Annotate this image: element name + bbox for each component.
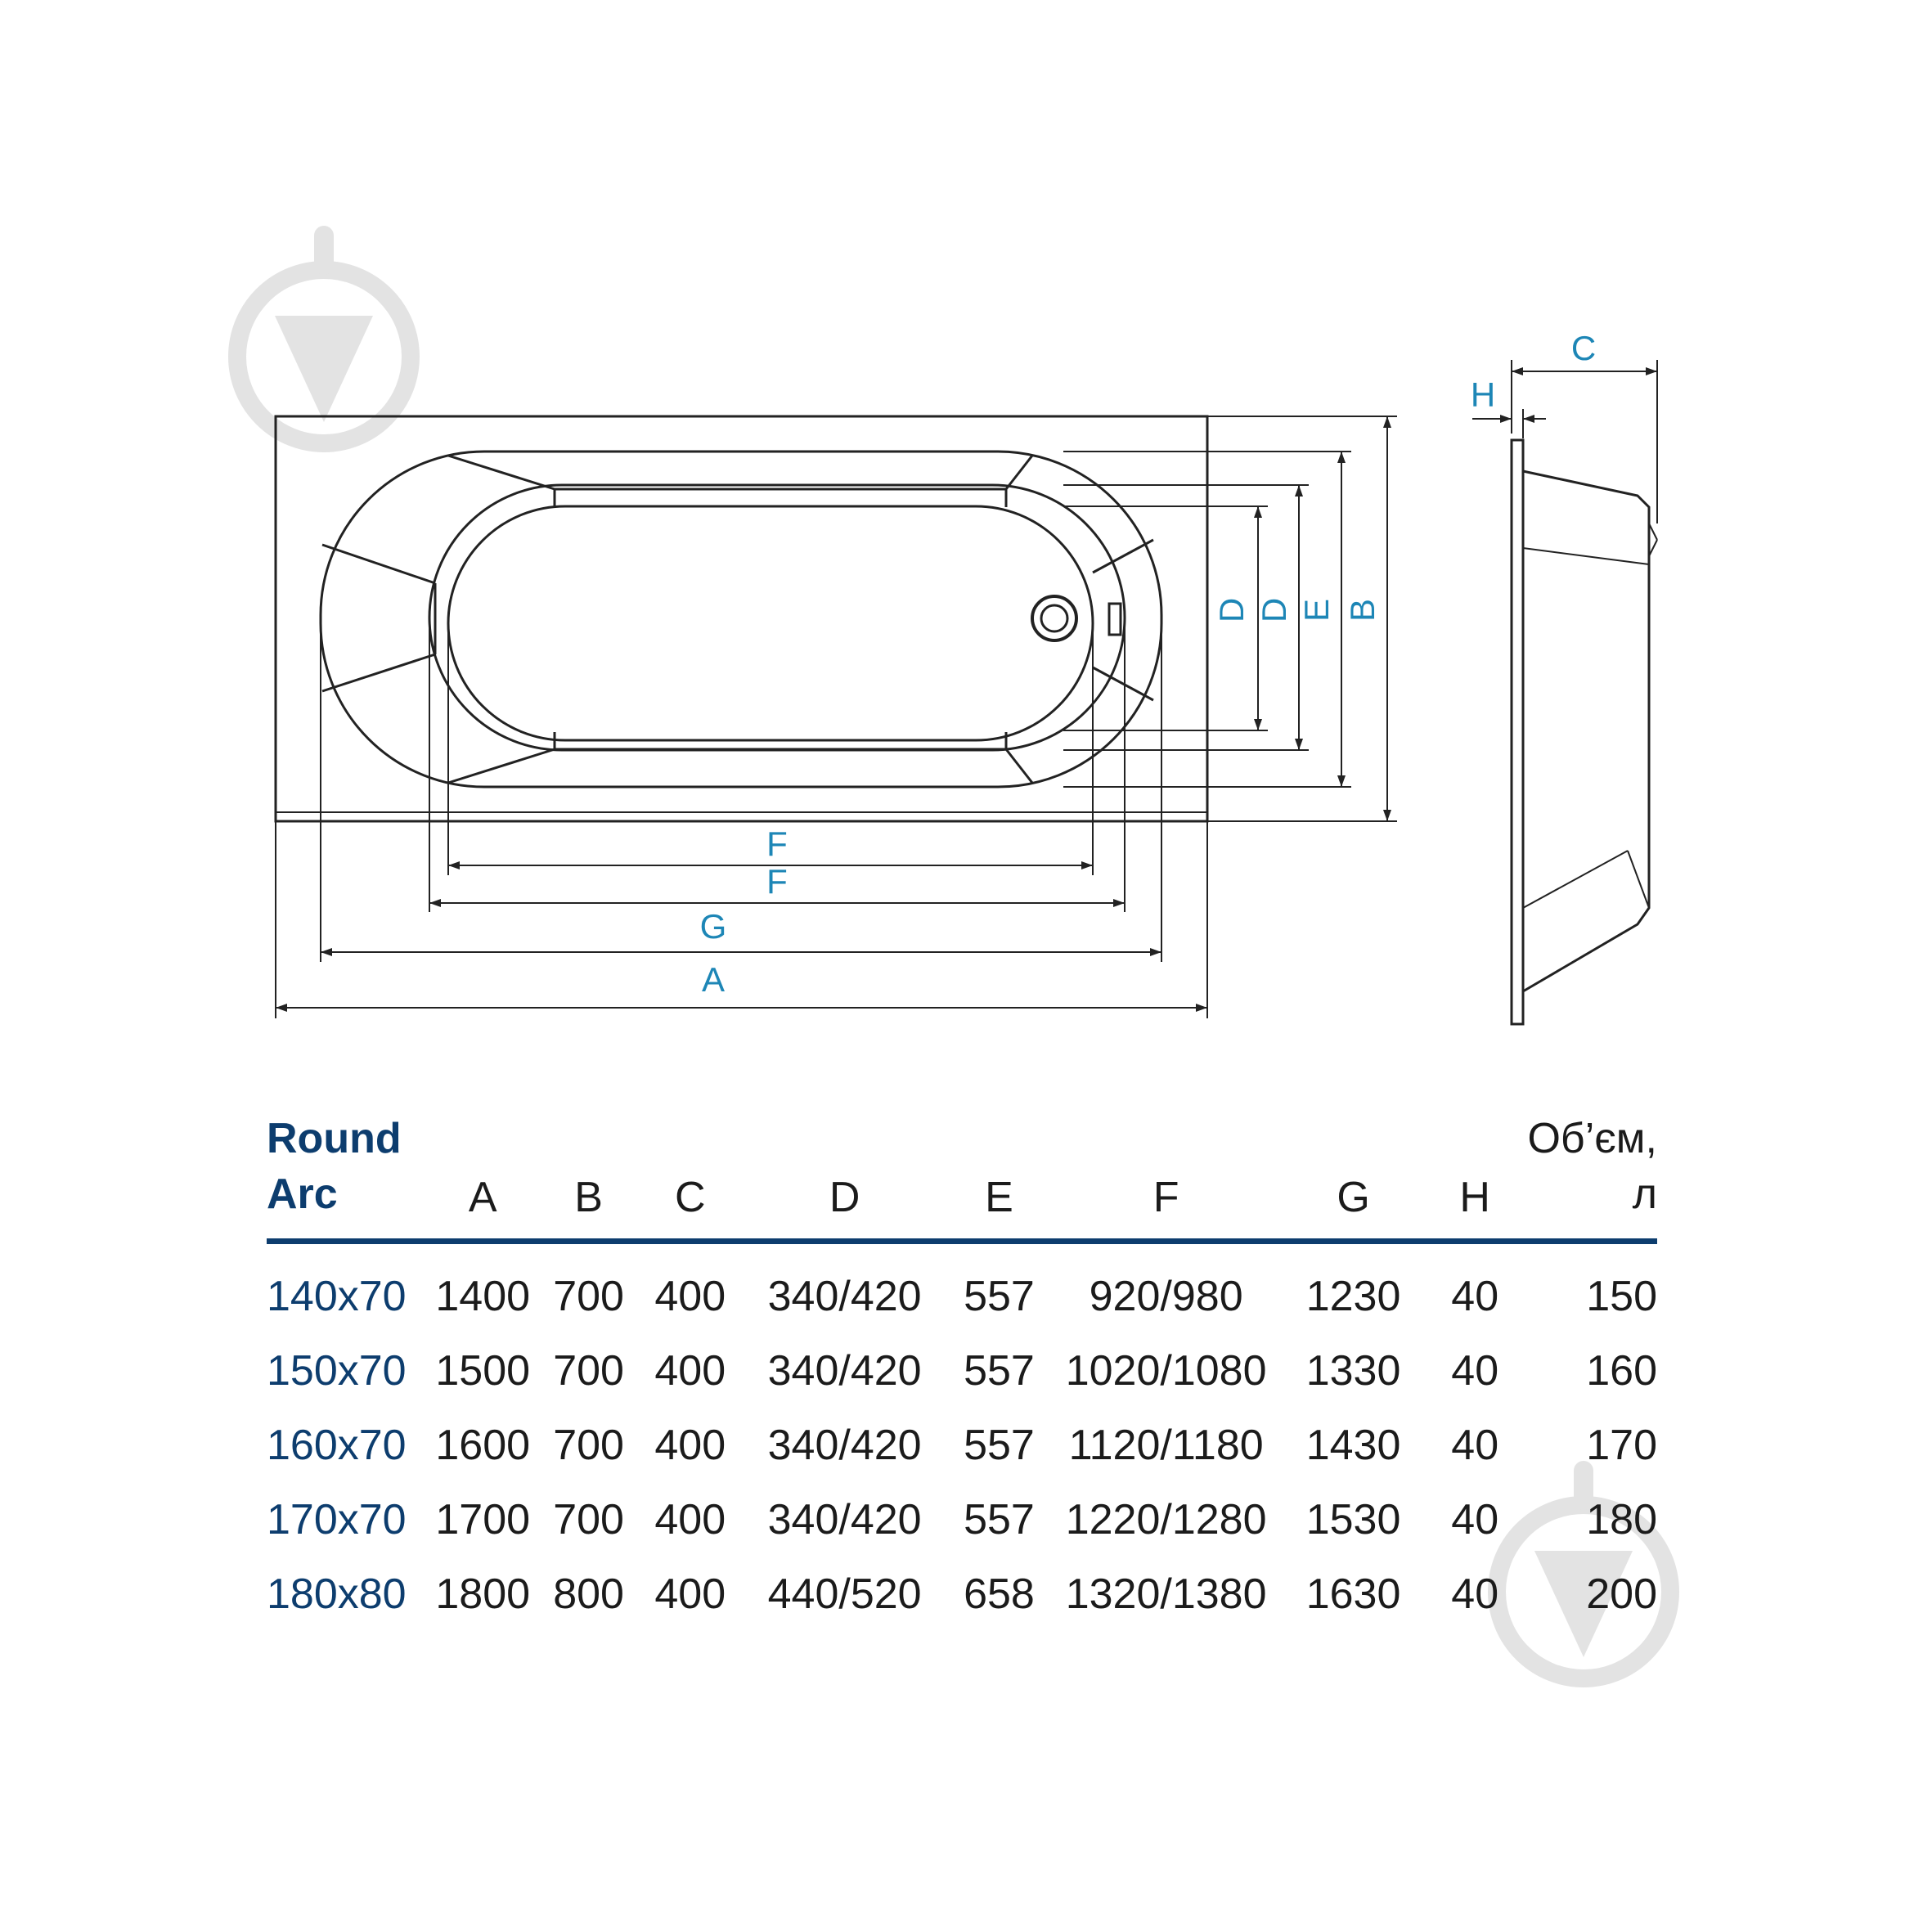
cell-d: 340/420 xyxy=(767,1495,922,1543)
cell-h: 40 xyxy=(1451,1421,1499,1469)
cell-c: 400 xyxy=(654,1272,726,1320)
dim-label-h: H xyxy=(1471,375,1495,414)
cell-f: 1320/1380 xyxy=(1065,1570,1267,1618)
dim-label-g: G xyxy=(700,907,727,946)
cell-e: 557 xyxy=(964,1346,1035,1395)
tub-side-profile xyxy=(1522,470,1651,993)
cell-d: 340/420 xyxy=(767,1421,922,1469)
tub-side-flange xyxy=(1510,438,1525,1026)
cell-d: 340/420 xyxy=(767,1272,922,1320)
col-header-f: F xyxy=(1048,1101,1285,1244)
model-cell: 140x70 xyxy=(267,1272,407,1320)
cell-e: 658 xyxy=(964,1570,1035,1618)
col-header-h: H xyxy=(1422,1101,1528,1244)
col-header-d: D xyxy=(739,1101,950,1244)
cell-f: 1220/1280 xyxy=(1065,1495,1267,1543)
tub-ledge xyxy=(428,483,1126,752)
col-header-volume: Об’єм, л xyxy=(1527,1101,1657,1244)
dim-label-b: B xyxy=(1343,599,1382,622)
tub-outer-rim xyxy=(274,415,1209,823)
model-cell: 170x70 xyxy=(267,1495,407,1543)
cell-c: 400 xyxy=(654,1570,726,1618)
cell-f: 1020/1080 xyxy=(1065,1346,1267,1395)
cell-e: 557 xyxy=(964,1495,1035,1543)
cell-a: 1500 xyxy=(435,1346,531,1395)
cell-e: 557 xyxy=(964,1421,1035,1469)
cell-a: 1400 xyxy=(435,1272,531,1320)
cell-g: 1530 xyxy=(1305,1495,1401,1543)
col-header-c: C xyxy=(641,1101,739,1244)
dim-label-e: E xyxy=(1297,599,1336,622)
volume-header-line1: Об’єм, xyxy=(1527,1115,1657,1162)
table-row: 140x70 1400 700 400 340/420 557 920/980 … xyxy=(267,1242,1657,1334)
cell-b: 800 xyxy=(553,1570,624,1618)
dim-label-d-inner: D xyxy=(1212,598,1251,622)
cell-g: 1630 xyxy=(1305,1570,1401,1618)
cell-volume: 180 xyxy=(1586,1495,1657,1543)
dim-label-f-inner: F xyxy=(766,824,788,863)
cell-e: 557 xyxy=(964,1272,1035,1320)
col-header-g: G xyxy=(1284,1101,1422,1244)
cell-c: 400 xyxy=(654,1421,726,1469)
cell-c: 400 xyxy=(654,1346,726,1395)
table-row: 150x70 1500 700 400 340/420 557 1020/108… xyxy=(267,1333,1657,1408)
table-header-row: Round Arc A B C D E F G H Об’єм, л xyxy=(267,1101,1657,1244)
cell-g: 1430 xyxy=(1305,1421,1401,1469)
cell-a: 1600 xyxy=(435,1421,531,1469)
table-row: 170x70 1700 700 400 340/420 557 1220/128… xyxy=(267,1482,1657,1557)
model-cell: 160x70 xyxy=(267,1421,407,1469)
table-row: 180x80 1800 800 400 440/520 658 1320/138… xyxy=(267,1557,1657,1631)
cell-volume: 170 xyxy=(1586,1421,1657,1469)
cell-volume: 160 xyxy=(1586,1346,1657,1395)
model-title-line2: Arc xyxy=(267,1170,338,1218)
cell-b: 700 xyxy=(553,1421,624,1469)
model-title: Round Arc xyxy=(267,1101,430,1244)
cell-h: 40 xyxy=(1451,1495,1499,1543)
col-header-b: B xyxy=(536,1101,642,1244)
watermark-icon xyxy=(228,226,420,452)
tub-basin-rim xyxy=(319,450,1163,789)
model-cell: 150x70 xyxy=(267,1346,407,1395)
tub-inner-basin xyxy=(447,505,1094,742)
dim-label-d-outer: D xyxy=(1255,598,1293,622)
cell-f: 920/980 xyxy=(1089,1272,1243,1320)
dim-label-c: C xyxy=(1571,329,1596,367)
cell-c: 400 xyxy=(654,1495,726,1543)
col-header-a: A xyxy=(429,1101,537,1244)
cell-g: 1330 xyxy=(1305,1346,1401,1395)
dimensions-table: Round Arc A B C D E F G H Об’єм, л 140x7… xyxy=(267,1101,1657,1631)
cell-volume: 200 xyxy=(1586,1570,1657,1618)
cell-f: 1120/1180 xyxy=(1068,1421,1264,1469)
dim-label-f-outer: F xyxy=(766,862,788,901)
cell-b: 700 xyxy=(553,1272,624,1320)
cell-g: 1230 xyxy=(1305,1272,1401,1320)
col-header-e: E xyxy=(950,1101,1049,1244)
cell-d: 340/420 xyxy=(767,1346,922,1395)
model-cell: 180x80 xyxy=(267,1570,407,1618)
cell-h: 40 xyxy=(1451,1570,1499,1618)
table-row: 160x70 1600 700 400 340/420 557 1120/118… xyxy=(267,1408,1657,1482)
cell-b: 700 xyxy=(553,1495,624,1543)
cell-d: 440/520 xyxy=(767,1570,922,1618)
watermark-icon xyxy=(1488,1461,1679,1687)
dim-label-a: A xyxy=(702,960,725,999)
cell-a: 1700 xyxy=(435,1495,531,1543)
cell-h: 40 xyxy=(1451,1272,1499,1320)
cell-volume: 150 xyxy=(1586,1272,1657,1320)
cell-b: 700 xyxy=(553,1346,624,1395)
cell-h: 40 xyxy=(1451,1346,1499,1395)
drain-icon xyxy=(1031,595,1078,642)
cell-a: 1800 xyxy=(435,1570,531,1618)
model-title-line1: Round xyxy=(267,1115,402,1162)
volume-header-line2: л xyxy=(1632,1170,1657,1218)
